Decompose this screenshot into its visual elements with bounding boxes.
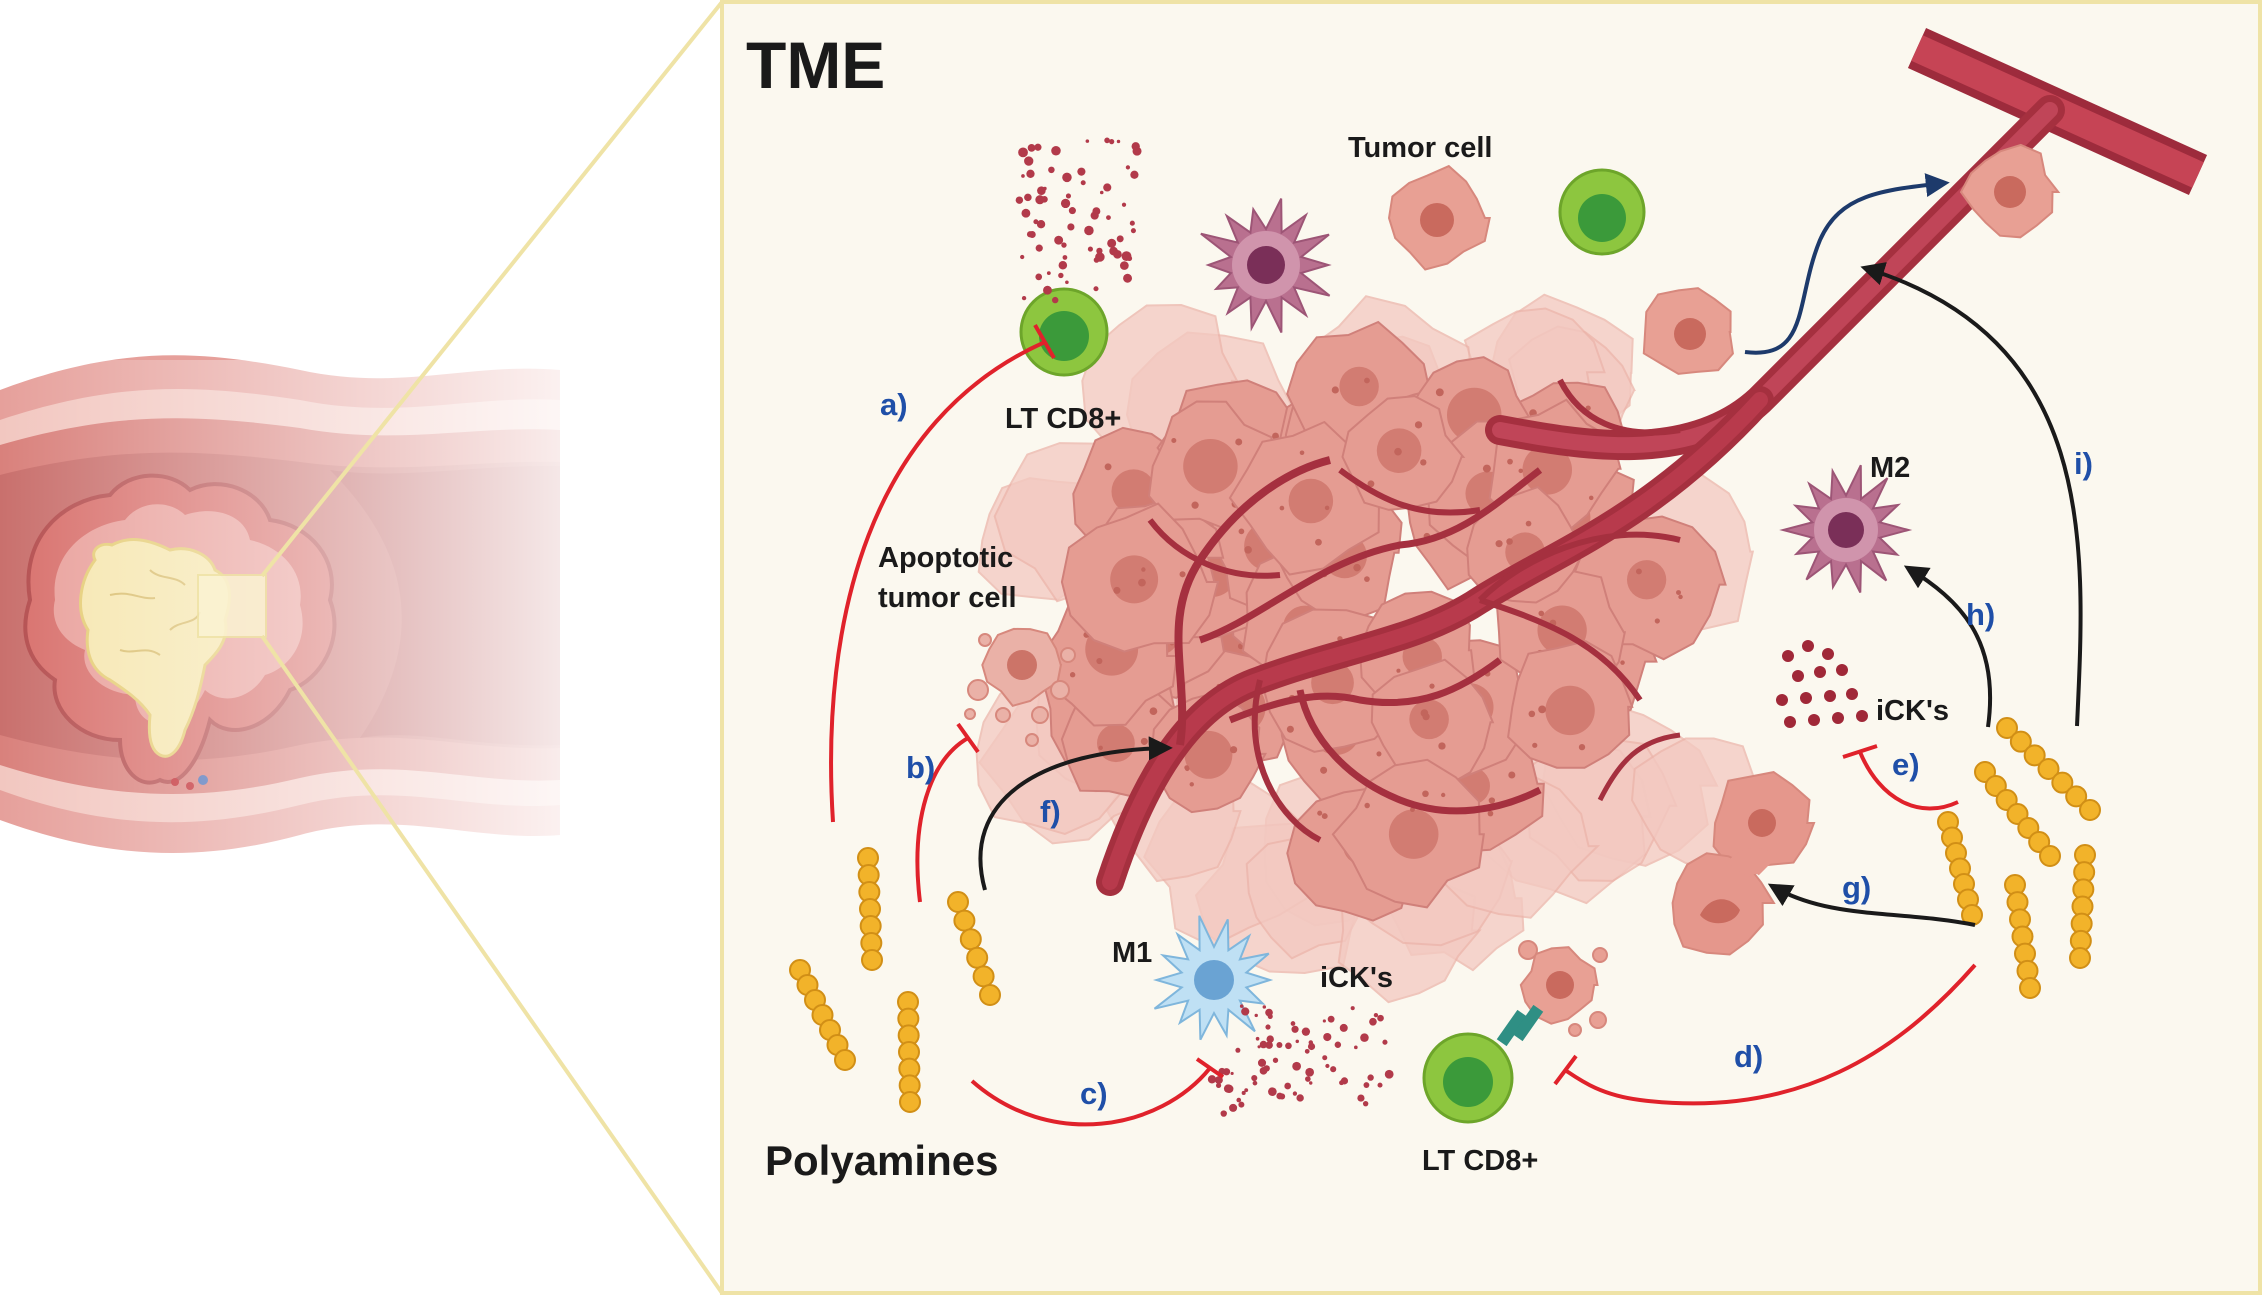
lt-cd8-top-cell xyxy=(1019,287,1109,377)
arrow-h xyxy=(1903,565,1993,728)
tumor-cell-right xyxy=(1642,287,1734,375)
arrow-d xyxy=(1553,963,1977,1106)
promotion-arrows xyxy=(978,262,2083,927)
zoom-line-top xyxy=(260,0,724,578)
arrow-i xyxy=(1860,262,2083,727)
arrow-a xyxy=(829,324,1056,823)
label-lt-cd8-bottom: LT CD8+ xyxy=(1422,1145,1538,1177)
arrow-c xyxy=(970,1057,1225,1127)
arrow-f xyxy=(978,736,1173,891)
step-label-d: d) xyxy=(1734,1039,1763,1074)
m1-macrophage xyxy=(1152,915,1274,1041)
label-m1: M1 xyxy=(1112,937,1152,969)
lymphocyte-top xyxy=(1558,168,1646,256)
zoom-line-bottom xyxy=(260,634,724,1295)
label-ick-left: iCK's xyxy=(1320,962,1393,994)
label-tumor-cell: Tumor cell xyxy=(1348,132,1493,164)
arrow-b xyxy=(915,722,980,903)
dividing-tumor-cells xyxy=(1671,771,1816,956)
step-label-h: h) xyxy=(1966,597,1995,632)
intestine-illustration xyxy=(0,355,560,860)
blood-vessel xyxy=(1096,27,2208,896)
label-m2: M2 xyxy=(1870,452,1910,484)
apoptotic-tumor-cell xyxy=(964,627,1076,747)
tumor-mass xyxy=(975,293,1773,1004)
step-label-i: i) xyxy=(2074,446,2093,481)
macrophage-top xyxy=(1200,198,1332,333)
polyamine-chains xyxy=(789,717,2101,1113)
label-apoptotic-line1: Apoptotic xyxy=(878,542,1013,574)
panel-title: TME xyxy=(746,28,885,102)
step-label-a: a) xyxy=(880,387,908,422)
label-lt-cd8-top: LT CD8+ xyxy=(1005,403,1121,435)
step-label-e: e) xyxy=(1892,747,1920,782)
tumor-cell-top xyxy=(1387,164,1491,271)
metastasis-arrow xyxy=(1744,173,1950,355)
step-label-b: b) xyxy=(906,750,935,785)
cytokine-dots-right xyxy=(1776,640,1868,728)
step-label-c: c) xyxy=(1080,1076,1108,1111)
cytotoxic-granules xyxy=(1015,137,1142,304)
tumor-cell-in-vessel xyxy=(1959,143,2061,239)
step-label-f: f) xyxy=(1040,794,1061,829)
m2-macrophage xyxy=(1779,464,1913,593)
step-label-g: g) xyxy=(1842,870,1871,905)
label-ick-right: iCK's xyxy=(1876,695,1949,727)
lt-cd8-bottom-cell xyxy=(1422,940,1608,1124)
arrow-e xyxy=(1842,744,1959,811)
arrow-g xyxy=(1767,883,1976,927)
label-polyamines: Polyamines xyxy=(765,1137,998,1184)
inhibition-arrows xyxy=(829,324,1977,1127)
label-apoptotic-line2: tumor cell xyxy=(878,582,1017,614)
